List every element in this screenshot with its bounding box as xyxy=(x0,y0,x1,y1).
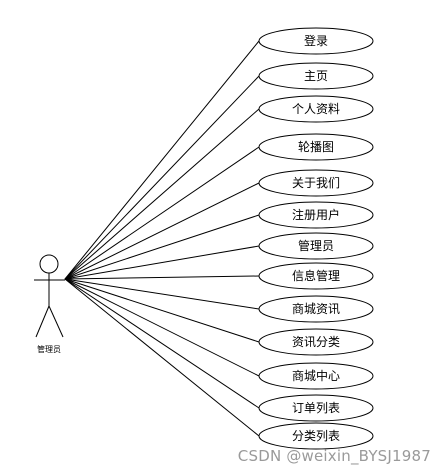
use-case-label: 登录 xyxy=(304,33,328,48)
use-case: 主页 xyxy=(258,62,374,90)
association-line xyxy=(64,108,260,280)
use-case-ellipse xyxy=(258,328,374,356)
use-case-ellipse xyxy=(258,295,374,323)
association-line xyxy=(64,278,260,437)
use-case-label: 轮播图 xyxy=(298,140,334,154)
use-case-label: 商城资讯 xyxy=(292,301,340,316)
use-case: 商城中心 xyxy=(258,362,374,390)
association-line xyxy=(64,245,260,280)
use-case-ellipse xyxy=(258,232,374,260)
use-case: 信息管理 xyxy=(258,262,374,290)
use-case: 登录 xyxy=(258,27,374,55)
watermark: CSDN @weixin_BYSJ1987 xyxy=(237,447,431,465)
use-case-label: 订单列表 xyxy=(292,401,340,415)
use-case: 管理员 xyxy=(258,232,374,260)
actor-right-leg xyxy=(48,305,64,338)
use-case-label: 注册用户 xyxy=(292,207,340,222)
use-case-group: 登录主页个人资料轮播图关于我们注册用户管理员信息管理商城资讯资讯分类商城中心订单… xyxy=(258,27,374,450)
actor-figure: 管理员 xyxy=(34,254,65,354)
association-line xyxy=(64,75,260,280)
use-case: 注册用户 xyxy=(258,201,374,229)
use-case-ellipse xyxy=(258,362,374,390)
actor-head xyxy=(39,254,59,274)
use-case-ellipse xyxy=(258,169,374,197)
use-case-ellipse xyxy=(258,27,374,55)
actor-left-leg xyxy=(35,305,50,338)
use-case-label: 主页 xyxy=(304,69,328,83)
association-line xyxy=(64,40,260,280)
use-case-label: 商城中心 xyxy=(292,368,340,383)
use-case: 个人资料 xyxy=(258,95,374,123)
use-case: 分类列表 xyxy=(258,422,374,450)
use-case: 资讯分类 xyxy=(258,328,374,356)
use-case-ellipse xyxy=(258,95,374,123)
association-line xyxy=(64,214,260,280)
use-case: 关于我们 xyxy=(258,169,374,197)
use-case-label: 管理员 xyxy=(298,238,334,253)
use-case: 订单列表 xyxy=(258,394,374,422)
actor-label: 管理员 xyxy=(37,344,61,354)
association-line xyxy=(64,182,260,280)
association-line xyxy=(64,146,260,280)
association-line xyxy=(64,278,260,377)
use-case-ellipse xyxy=(258,62,374,90)
use-case-ellipse xyxy=(258,262,374,290)
association-line xyxy=(64,278,260,310)
association-line xyxy=(64,278,260,409)
use-case: 轮播图 xyxy=(258,133,374,161)
association-line xyxy=(64,275,260,280)
association-line xyxy=(64,278,260,343)
use-case-ellipse xyxy=(258,201,374,229)
use-case-label: 个人资料 xyxy=(292,102,340,116)
use-case-ellipse xyxy=(258,422,374,450)
association-lines xyxy=(64,40,260,437)
use-case-label: 信息管理 xyxy=(292,268,340,283)
use-case-label: 分类列表 xyxy=(292,429,340,443)
use-case-label: 资讯分类 xyxy=(292,335,340,349)
use-case-ellipse xyxy=(258,394,374,422)
use-case: 商城资讯 xyxy=(258,295,374,323)
use-case-label: 关于我们 xyxy=(292,175,340,190)
use-case-ellipse xyxy=(258,133,374,161)
